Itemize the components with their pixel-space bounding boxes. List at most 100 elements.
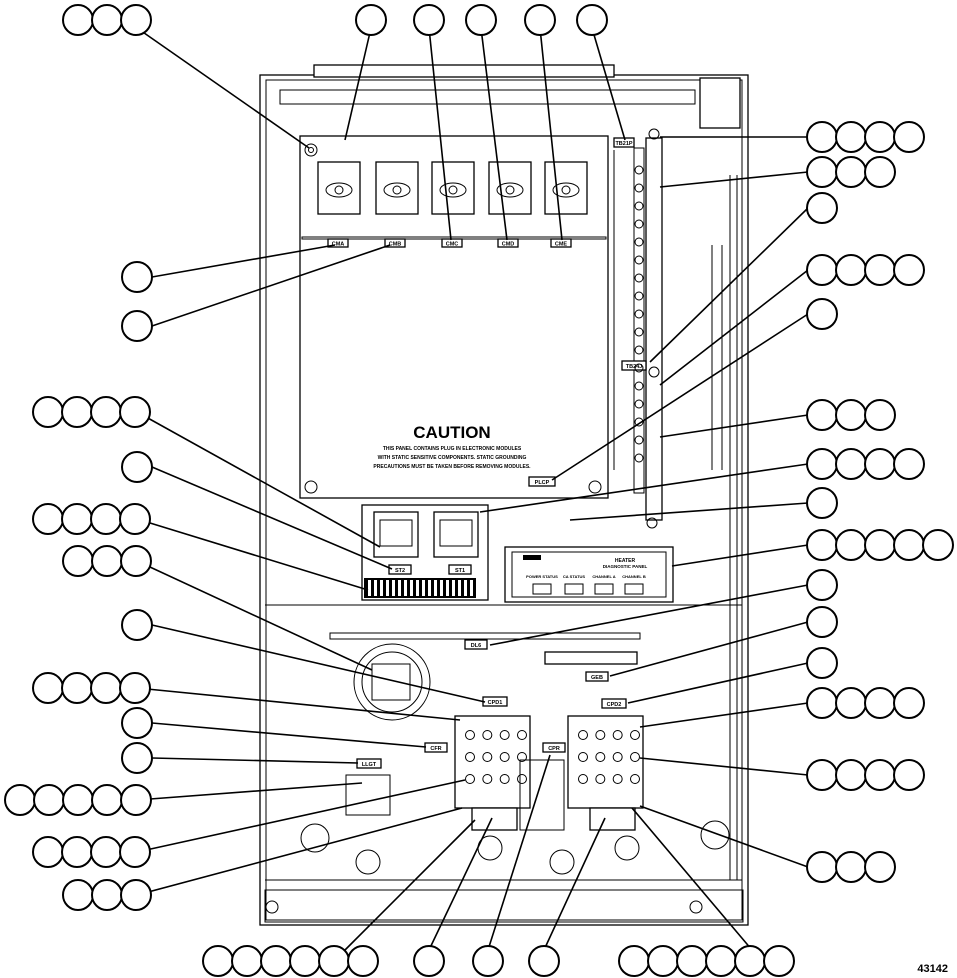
- callout-circle: [893, 254, 925, 286]
- leader-line: [136, 807, 463, 896]
- callout-circle: [62, 545, 94, 577]
- comb-slot: [422, 580, 425, 596]
- callout-circle: [32, 672, 64, 704]
- callout-circle: [806, 448, 838, 480]
- comb-slot: [470, 580, 473, 596]
- caution-notice: CAUTION THIS PANEL CONTAINS PLUG IN ELEC…: [373, 423, 556, 487]
- leader-line: [136, 27, 310, 149]
- callout-circle: [61, 672, 93, 704]
- leader-line: [136, 782, 363, 801]
- terminal-strip: TB21P TB24J: [613, 128, 738, 880]
- contactor-screw: [465, 730, 475, 740]
- callout-circle: [864, 121, 896, 153]
- contactor-screw: [612, 730, 623, 740]
- leader-line: [543, 817, 606, 951]
- leader-line: [487, 754, 551, 951]
- callout-circle: [806, 192, 838, 224]
- callout-circle: [835, 399, 867, 431]
- callout-circle: [893, 121, 925, 153]
- callout-circle: [806, 687, 838, 719]
- callout-circle: [922, 529, 954, 561]
- terminal-screw: [634, 237, 644, 247]
- leader-line: [151, 466, 393, 570]
- caution-line-1: THIS PANEL CONTAINS PLUG IN ELECTRONIC M…: [383, 446, 522, 452]
- figure-number: 43142: [917, 963, 948, 975]
- contactor-screw: [578, 752, 588, 762]
- callout-bubbles: [4, 4, 954, 977]
- caution-line-3: PRECAUTIONS MUST BE TAKEN BEFORE REMOVIN…: [373, 464, 531, 470]
- callout-circle: [62, 4, 94, 36]
- callout-circle: [62, 784, 94, 816]
- callout-circle: [893, 529, 925, 561]
- st1-tag: ST1: [455, 568, 465, 574]
- leader-line: [428, 817, 493, 951]
- callout-circle: [121, 310, 153, 342]
- terminal-screw: [634, 345, 644, 355]
- callout-circle: [806, 529, 838, 561]
- callout-leaders: [136, 27, 809, 951]
- terminal-screw: [634, 273, 644, 283]
- terminal-screw: [634, 165, 644, 175]
- callout-circle: [121, 609, 153, 641]
- terminal-screw: [634, 399, 644, 409]
- callout-circle: [576, 4, 608, 36]
- callout-circle: [864, 156, 896, 188]
- comb-slot: [452, 580, 455, 596]
- comb-slot: [464, 580, 467, 596]
- module-label-cmd: CMD: [502, 242, 515, 248]
- callout-circle: [734, 945, 766, 977]
- st2-tag: ST2: [395, 568, 405, 574]
- llgt-tag: LLGT: [362, 762, 377, 768]
- callout-circle: [864, 851, 896, 883]
- callout-circle: [120, 4, 152, 36]
- module-label-cmc: CMC: [446, 242, 459, 248]
- comb-slot: [386, 580, 389, 596]
- callout-circle: [465, 4, 497, 36]
- leader-line: [659, 269, 809, 386]
- contactor-screw: [595, 730, 606, 740]
- callout-circle: [835, 448, 867, 480]
- comb-slot: [446, 580, 449, 596]
- terminal-screw: [634, 201, 644, 211]
- contactor-screw: [578, 774, 588, 784]
- contactor-screw: [499, 774, 510, 784]
- leader-line: [480, 27, 508, 241]
- callout-circle: [119, 396, 151, 428]
- leader-line: [151, 624, 486, 703]
- contactor-screw: [517, 752, 527, 762]
- contactor-screw: [612, 752, 623, 762]
- heater-panel-title: HEATER: [615, 558, 636, 564]
- jack-label-4: CHANNEL B: [622, 574, 646, 579]
- leader-line: [609, 621, 809, 677]
- caution-line-2: WITH STATIC SENSITIVE COMPONENTS. STATIC…: [378, 455, 527, 461]
- terminal-screw: [634, 255, 644, 265]
- contactor-screw: [517, 730, 527, 740]
- callout-circle: [62, 879, 94, 911]
- contactor-screw: [499, 730, 510, 740]
- callout-circle: [90, 672, 122, 704]
- cfr-left-tag: CFR: [430, 746, 441, 752]
- contactor-screw: [630, 730, 640, 740]
- contactor-screw: [465, 752, 475, 762]
- callout-circle: [806, 759, 838, 791]
- plcp-tag: PLCP: [535, 480, 550, 486]
- comb-slot: [416, 580, 419, 596]
- comb-slot: [404, 580, 407, 596]
- comb-slot: [440, 580, 443, 596]
- callout-circle: [835, 121, 867, 153]
- contactor-screw: [465, 774, 475, 784]
- callout-circle: [806, 156, 838, 188]
- contactor-screw: [517, 774, 527, 784]
- callout-circle: [472, 945, 504, 977]
- module-label-cme: CME: [555, 242, 568, 248]
- leader-line: [551, 313, 809, 481]
- st-section: ST2 ST1: [361, 504, 489, 601]
- callout-circle: [618, 945, 650, 977]
- terminal-screw: [634, 435, 644, 445]
- callout-circle: [119, 503, 151, 535]
- callout-circle: [32, 396, 64, 428]
- leader-line: [539, 27, 563, 241]
- callout-circle: [864, 759, 896, 791]
- callout-circle: [864, 399, 896, 431]
